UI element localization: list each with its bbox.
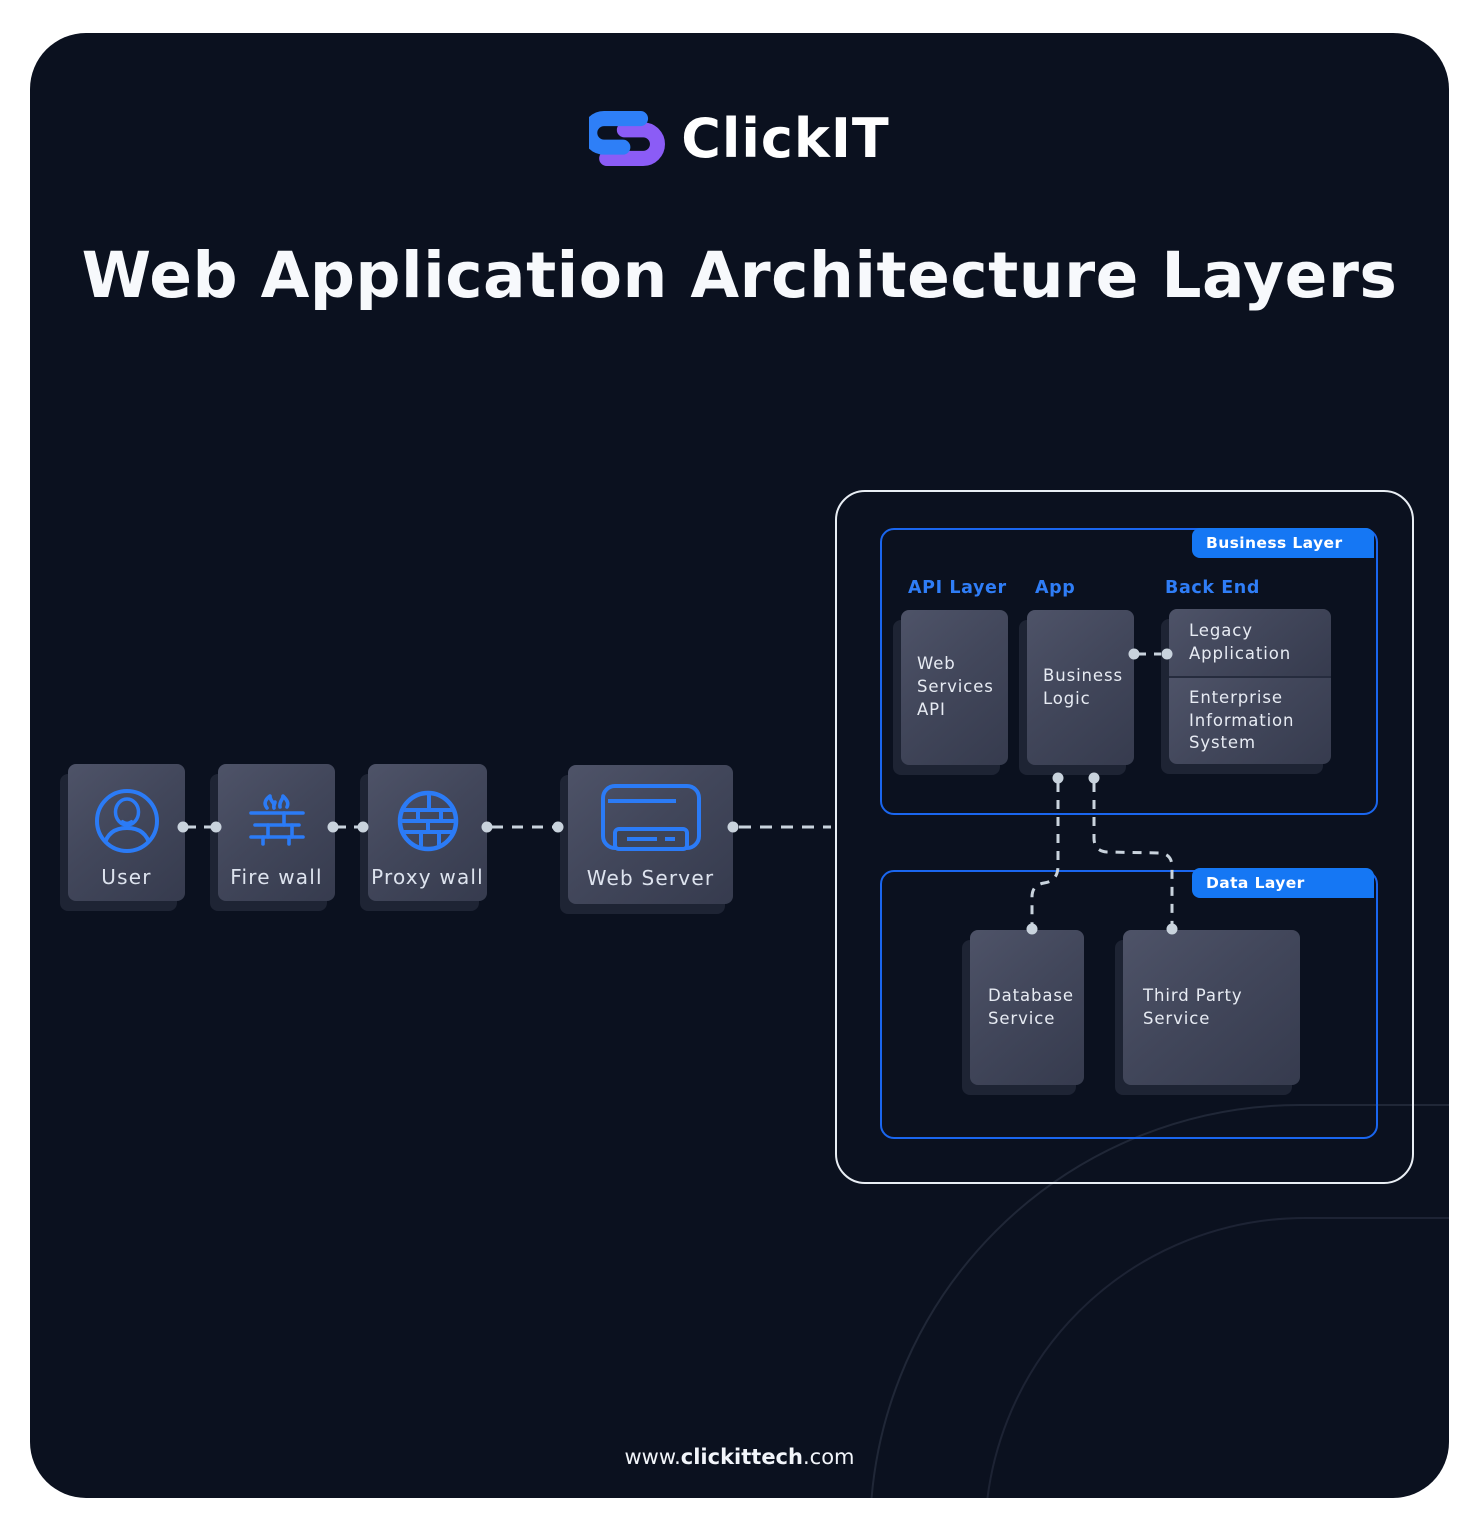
chain-link-icon: [589, 111, 666, 166]
flow-node-label: Web Server: [586, 866, 715, 890]
column-label-app: App: [1035, 578, 1076, 598]
card-divider: [1169, 676, 1331, 678]
business-layer-tab: Business Layer: [1192, 528, 1374, 558]
flow-node-label: Proxy wall: [371, 865, 484, 889]
logo: ClickIT: [30, 107, 1449, 170]
card-legacy-application: Legacy Application: [1169, 609, 1331, 676]
layers-container: [835, 490, 1414, 1184]
card-database-service: Database Service: [970, 930, 1084, 1085]
card-business-logic: Business Logic: [1027, 610, 1134, 765]
flow-node-label: User: [101, 865, 152, 889]
dark-panel: ClickIT Web Application Architecture Lay…: [30, 33, 1449, 1498]
card-web-services-api: Web Services API: [901, 610, 1008, 765]
firewall-icon: [248, 794, 305, 846]
footer-url: www.clickittech.com: [30, 1445, 1449, 1469]
logo-text: ClickIT: [681, 107, 890, 170]
column-label-api-layer: API Layer: [908, 578, 1007, 598]
footer-url-prefix: www.: [624, 1445, 681, 1469]
business-layer-tab-label: Business Layer: [1206, 534, 1343, 552]
flow-node-user: User: [68, 764, 185, 901]
proxy-wall-icon: [397, 790, 458, 852]
footer-url-domain: clickittech: [680, 1445, 803, 1469]
card-enterprise-information-system: Enterprise Information System: [1169, 678, 1331, 764]
flow-node-proxy-wall: Proxy wall: [368, 764, 487, 901]
flow-node-firewall: Fire wall: [218, 764, 335, 901]
card-third-party-service: Third Party Service: [1123, 930, 1300, 1085]
data-layer-tab: Data Layer: [1192, 868, 1374, 898]
footer-url-suffix: .com: [802, 1445, 855, 1469]
web-server-icon: [600, 784, 701, 851]
flow-node-web-server: Web Server: [568, 765, 733, 904]
page-title: Web Application Architecture Layers: [81, 239, 1398, 312]
data-layer-tab-label: Data Layer: [1206, 874, 1305, 892]
user-icon: [94, 789, 159, 853]
flow-node-label: Fire wall: [230, 865, 323, 889]
column-label-back-end: Back End: [1165, 578, 1260, 598]
